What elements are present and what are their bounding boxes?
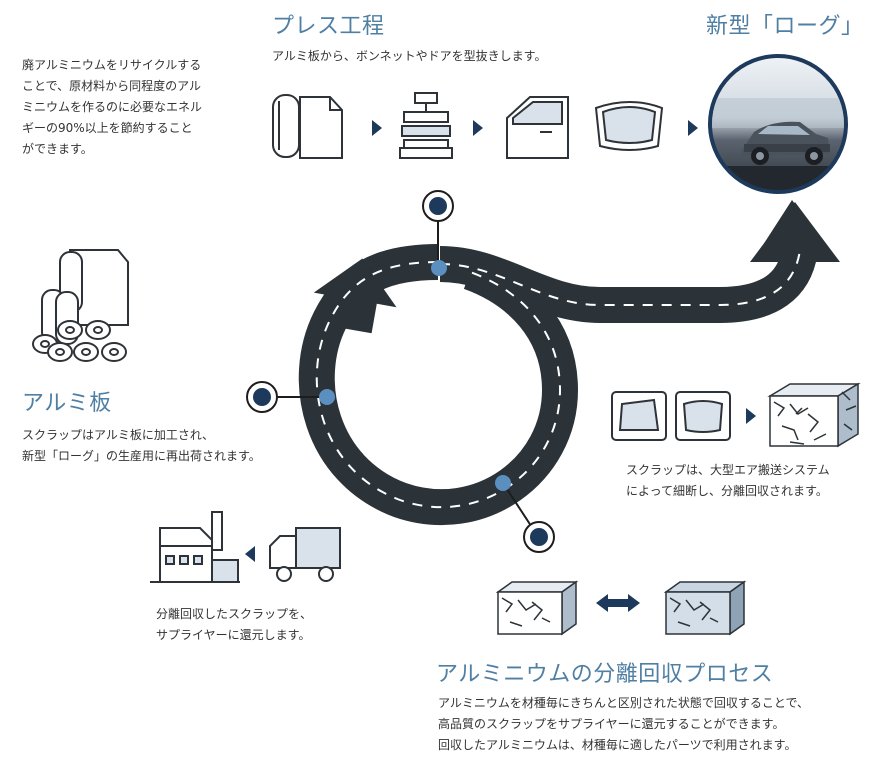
arrow-icon	[746, 408, 756, 424]
road-point-press	[431, 260, 447, 276]
scrap-text: スクラップは、大型エア搬送システム によって細断し、分離回収されます。	[626, 463, 830, 498]
shredded-block-icon	[767, 382, 861, 448]
panel-scrap-icon	[611, 391, 731, 441]
truck-icon	[269, 527, 341, 582]
shredded-block-icon	[663, 580, 747, 636]
rogue-car-photo	[708, 54, 848, 194]
shredded-block-icon	[495, 580, 579, 636]
rolled-sheet-icon	[272, 94, 343, 159]
road	[298, 200, 840, 526]
arrow-icon	[473, 120, 483, 136]
rogue-title: 新型「ローグ」	[706, 14, 864, 39]
arrow-icon	[245, 546, 255, 562]
intro-text: 廃アルミニウムをリサイクルする ことで、原材料から同程度のアル ミニウムを作るの…	[22, 58, 203, 156]
car-hood-icon	[594, 101, 664, 151]
plate-title: アルミ板	[22, 391, 112, 416]
aluminum-coils-icon	[32, 249, 129, 362]
car-door-icon	[506, 96, 569, 159]
press-machine-icon	[399, 92, 453, 159]
node-supplier	[523, 521, 555, 553]
press-title: プレス工程	[272, 14, 385, 39]
process-text: アルミニウムを材種毎にきちんと区別された状態で回収することで、 高品質のスクラッ…	[438, 696, 810, 752]
press-description: アルミ板から、ボンネットやドアを型抜きします。	[272, 49, 547, 63]
plate-text: スクラップはアルミ板に加工され、 新型「ローグ」の生産用に再出荷されます。	[22, 428, 261, 463]
road-point-plate	[319, 389, 335, 405]
node-plate	[246, 381, 278, 413]
supplier-text: 分離回収したスクラップを、 サプライヤーに還元します。	[156, 607, 313, 642]
arrow-icon	[688, 120, 698, 136]
arrow-icon	[372, 120, 382, 136]
double-arrow-icon	[596, 594, 640, 612]
node-press	[422, 190, 454, 222]
road-point-scrap	[495, 475, 511, 491]
process-title: アルミニウムの分離回収プロセス	[436, 662, 774, 687]
factory-icon	[150, 511, 240, 583]
